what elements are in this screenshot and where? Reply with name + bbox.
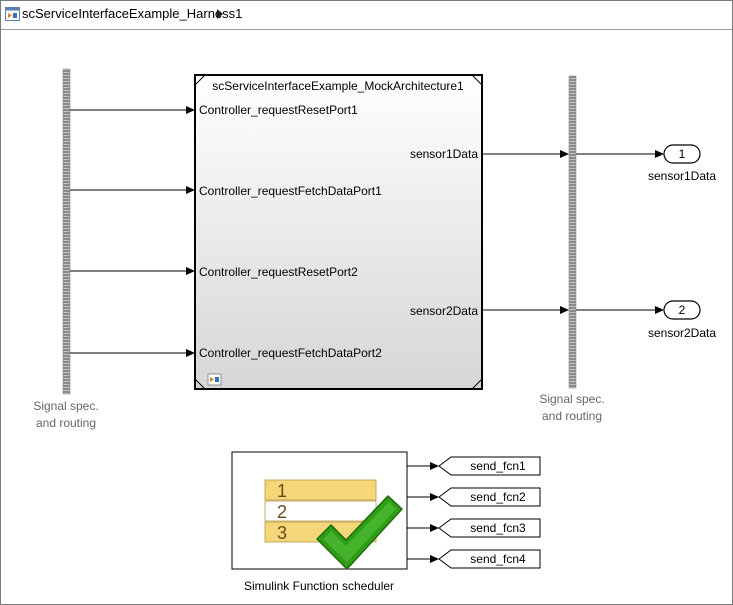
signal-spec-right-label-2: and routing <box>542 409 602 423</box>
send-fcn2-label: send_fcn2 <box>470 490 526 504</box>
chevron-right-icon[interactable] <box>217 9 223 19</box>
subsystem-output-1: sensor1Data <box>410 147 478 161</box>
outport-1[interactable] <box>663 144 701 164</box>
block-diagram: Signal spec. and routing scServiceInterf… <box>33 68 716 593</box>
send-fcn4-label: send_fcn4 <box>470 552 526 566</box>
signal-lines-outputs <box>482 150 664 314</box>
outport-1-number: 1 <box>679 147 686 161</box>
signal-spec-right[interactable] <box>568 75 577 389</box>
outport-2[interactable] <box>663 300 701 320</box>
send-fcn1-tag[interactable] <box>438 456 541 476</box>
send-fcn3-label: send_fcn3 <box>470 521 526 535</box>
subsystem-input-2: Controller_requestFetchDataPort1 <box>199 184 382 198</box>
outport-1-name: sensor1Data <box>648 169 716 183</box>
checkmark-icon <box>316 495 403 570</box>
outport-2-name: sensor2Data <box>648 326 716 340</box>
subsystem-input-4: Controller_requestFetchDataPort2 <box>199 346 382 360</box>
breadcrumb-model-link[interactable]: scServiceInterfaceExample_Harness1 <box>22 6 243 21</box>
scheduler-label: Simulink Function scheduler <box>244 579 394 593</box>
harness-badge-icon <box>207 373 222 386</box>
send-fcn4-tag[interactable] <box>438 549 541 569</box>
scheduler-row-2: 2 <box>277 502 287 522</box>
outport-2-number: 2 <box>679 303 686 317</box>
mock-architecture-subsystem[interactable] <box>194 74 483 390</box>
signal-spec-left-label-2: and routing <box>36 416 96 430</box>
subsystem-input-3: Controller_requestResetPort2 <box>199 265 358 279</box>
subsystem-output-2: sensor2Data <box>410 304 478 318</box>
subsystem-input-1: Controller_requestResetPort1 <box>199 103 358 117</box>
breadcrumb: scServiceInterfaceExample_Harness1 <box>1 1 732 30</box>
scheduler-output-lines <box>407 462 439 563</box>
scheduler-row-1: 1 <box>277 481 287 501</box>
subsystem-title: scServiceInterfaceExample_MockArchitectu… <box>212 79 464 93</box>
signal-spec-left-label-1: Signal spec. <box>33 399 98 413</box>
signal-spec-left[interactable] <box>62 68 71 395</box>
signal-lines-inputs <box>70 106 195 357</box>
send-fcn3-tag[interactable] <box>438 518 541 538</box>
scheduler-row-3: 3 <box>277 523 287 543</box>
signal-spec-right-label-1: Signal spec. <box>539 392 604 406</box>
model-icon <box>5 7 20 21</box>
send-fcn2-tag[interactable] <box>438 487 541 507</box>
send-fcn1-label: send_fcn1 <box>470 459 526 473</box>
